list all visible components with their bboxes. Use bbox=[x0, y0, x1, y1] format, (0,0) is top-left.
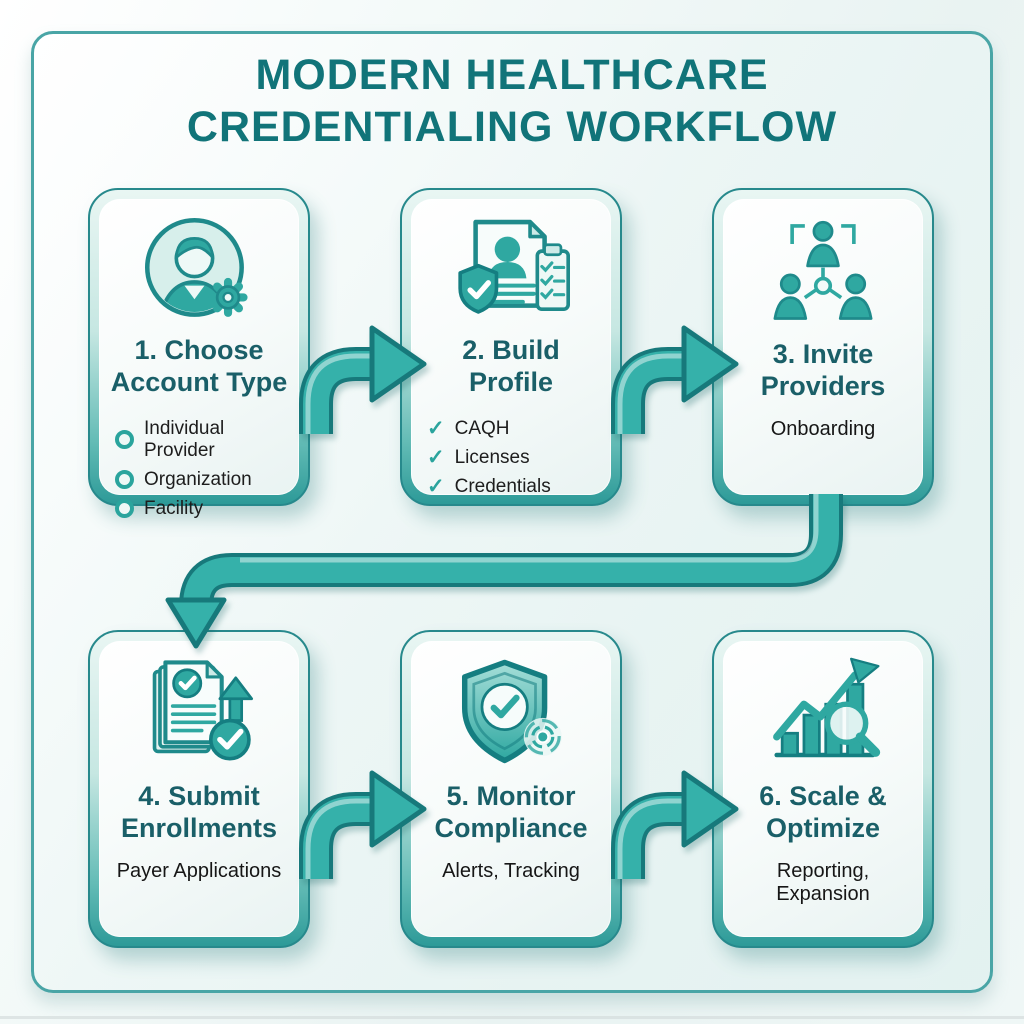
card-body: 4. Submit Enrollments Payer Applications bbox=[99, 641, 299, 937]
card-step-2-build-profile: 2. Build Profile ✓ CAQH ✓ Licenses ✓ Creden… bbox=[400, 188, 622, 506]
list-item: ✓ Licenses bbox=[427, 447, 551, 469]
list-item-label: Facility bbox=[144, 497, 204, 519]
card-body: 3. Invite Providers Onboarding bbox=[723, 199, 923, 495]
card-title-line: Profile bbox=[468, 366, 553, 397]
bullet-ring-icon bbox=[115, 470, 134, 490]
card-title-line: 6. Scale & bbox=[759, 781, 887, 811]
growth-chart-icon bbox=[764, 655, 882, 777]
checkmark-icon: ✓ bbox=[427, 475, 445, 499]
card-title: 3. Invite Providers bbox=[761, 339, 886, 403]
avatar-gear-icon bbox=[140, 213, 258, 331]
card-title-line: Optimize bbox=[765, 812, 880, 843]
card-step-5-monitor-compliance: 5. Monitor Compliance Alerts, Tracking bbox=[400, 630, 622, 948]
card-step-3-invite-providers: 3. Invite Providers Onboarding bbox=[712, 188, 934, 506]
card-title-line: 1. Choose bbox=[134, 335, 264, 365]
checkmark-icon: ✓ bbox=[427, 417, 445, 441]
card-title-line: Compliance bbox=[434, 812, 588, 843]
profile-checklist: ✓ CAQH ✓ Licenses ✓ Credentials bbox=[419, 411, 551, 505]
arrow-step2-to-step3-icon bbox=[611, 325, 739, 434]
arrow-step1-to-step2-icon bbox=[299, 325, 427, 434]
profile-documents-icon bbox=[450, 213, 572, 331]
org-chart-icon bbox=[764, 213, 882, 335]
page-title-line-2: CREDENTIALING WORKFLOW bbox=[186, 102, 838, 151]
card-subtitle: Onboarding bbox=[770, 417, 876, 440]
card-title: 4. Submit Enrollments bbox=[121, 781, 277, 845]
card-subtitle: Payer Applications bbox=[116, 859, 282, 882]
card-title-line: 4. Submit bbox=[138, 781, 260, 811]
card-title: 5. Monitor Compliance bbox=[434, 781, 587, 845]
shield-radar-icon bbox=[452, 655, 570, 777]
bottom-edge-line bbox=[0, 1016, 1024, 1019]
arrow-step4-to-step5-icon bbox=[299, 770, 427, 879]
list-item-label: CAQH bbox=[454, 417, 510, 439]
list-item-label: Credentials bbox=[454, 475, 551, 497]
card-title: 6. Scale & Optimize bbox=[759, 781, 887, 845]
card-body: 1. Choose Account Type Individual Provid… bbox=[99, 199, 299, 519]
page-title: MODERN HEALTHCARE CREDENTIALING WORKFLOW bbox=[0, 50, 1024, 153]
card-body: 6. Scale & Optimize Reporting, Expansion bbox=[723, 641, 923, 937]
list-item-label: Organization bbox=[144, 468, 252, 490]
card-body: 5. Monitor Compliance Alerts, Tracking bbox=[411, 641, 611, 937]
list-item-label: Licenses bbox=[454, 446, 530, 468]
card-title-line: 5. Monitor bbox=[446, 781, 576, 811]
card-step-6-scale-optimize: 6. Scale & Optimize Reporting, Expansion bbox=[712, 630, 934, 948]
list-item: Organization bbox=[115, 469, 291, 491]
list-item-label: Individual Provider bbox=[144, 417, 225, 461]
card-title-line: 3. Invite bbox=[772, 339, 874, 369]
documents-submit-icon bbox=[140, 655, 258, 777]
card-body: 2. Build Profile ✓ CAQH ✓ Licenses ✓ Creden… bbox=[411, 199, 611, 497]
card-title-line: Account Type bbox=[110, 366, 288, 397]
list-item: Facility bbox=[115, 498, 291, 520]
card-title: 1. Choose Account Type bbox=[111, 335, 288, 399]
list-item: Individual Provider bbox=[115, 418, 291, 462]
card-subtitle: Alerts, Tracking bbox=[442, 859, 580, 882]
bullet-ring-icon bbox=[115, 430, 134, 450]
account-type-options: Individual Provider Organization Facilit… bbox=[107, 411, 291, 527]
card-step-1-choose-account-type: 1. Choose Account Type Individual Provid… bbox=[88, 188, 310, 519]
card-title-line: Providers bbox=[760, 370, 886, 401]
checkmark-icon: ✓ bbox=[427, 446, 445, 470]
card-title-line: Enrollments bbox=[120, 812, 278, 843]
list-item: ✓ Credentials bbox=[427, 476, 551, 498]
arrow-step5-to-step6-icon bbox=[611, 770, 739, 879]
page-title-line-1: MODERN HEALTHCARE bbox=[255, 51, 769, 99]
bullet-ring-icon bbox=[115, 499, 134, 519]
card-subtitle: Reporting, Expansion bbox=[776, 859, 870, 905]
card-title-line: 2. Build bbox=[462, 335, 560, 365]
card-step-4-submit-enrollments: 4. Submit Enrollments Payer Applications bbox=[88, 630, 310, 948]
list-item: ✓ CAQH bbox=[427, 418, 551, 440]
card-title: 2. Build Profile bbox=[462, 335, 560, 399]
